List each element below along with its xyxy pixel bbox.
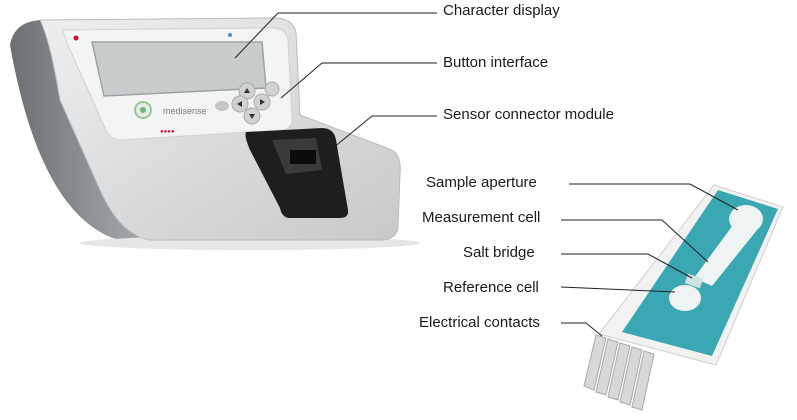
label-reference-cell: Reference cell: [443, 279, 539, 297]
label-sample-aperture: Sample aperture: [426, 174, 537, 192]
brand-label: medisense: [163, 106, 207, 116]
label-sensor-connector: Sensor connector module: [443, 106, 614, 124]
power-icon: [140, 107, 146, 113]
label-button-interface: Button interface: [443, 54, 548, 72]
brand-sublabel: ●●●●: [160, 129, 175, 135]
sensor-slot-opening: [290, 150, 316, 164]
test-strip: [584, 185, 783, 410]
label-electrical-contacts: Electrical contacts: [419, 314, 540, 332]
analyzer-device: medisense ●●●●: [10, 18, 420, 250]
label-measurement-cell: Measurement cell: [422, 209, 540, 227]
brand-logo-icon: [74, 36, 79, 41]
label-character-display: Character display: [443, 2, 560, 20]
ok-button[interactable]: [265, 82, 279, 96]
reference-cell: [669, 285, 701, 311]
leader-button-interface: [281, 63, 437, 98]
leader-electrical-contacts: [561, 323, 602, 336]
menu-button[interactable]: [215, 101, 229, 111]
status-led-icon: [228, 33, 232, 37]
label-salt-bridge: Salt bridge: [463, 244, 535, 262]
